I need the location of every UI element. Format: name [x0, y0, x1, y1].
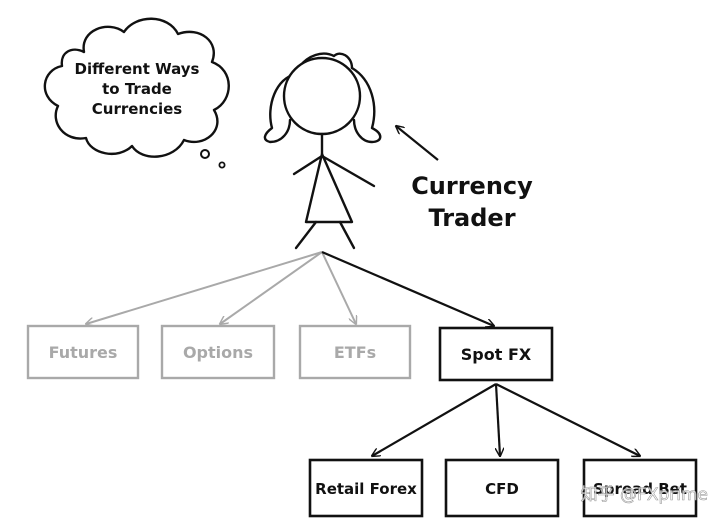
hair-top — [298, 52, 354, 70]
leg-right — [338, 220, 356, 250]
node-spread-bet: Spread Bet — [582, 458, 698, 518]
node-options: Options — [160, 324, 276, 380]
node-spread-bet-label: Spread Bet — [593, 480, 687, 498]
cloud-bubble-tiny — [218, 161, 226, 169]
node-cfd: CFD — [444, 458, 560, 518]
dress — [304, 152, 354, 224]
node-futures: Futures — [26, 324, 140, 380]
node-retail-forex: Retail Forex — [308, 458, 424, 518]
trader-label-line-2: Trader — [428, 204, 515, 232]
head — [282, 56, 362, 136]
connector-spotfx — [321, 250, 494, 326]
node-cfd-label: CFD — [485, 480, 519, 498]
connector-futures — [86, 251, 323, 324]
level2-connectors — [372, 383, 640, 456]
connector-retail-forex — [372, 383, 497, 456]
node-futures-label: Futures — [49, 343, 118, 362]
arm-right — [320, 154, 376, 188]
node-etfs-label: ETFs — [334, 343, 376, 362]
leg-left — [294, 220, 318, 250]
hair-right — [350, 66, 382, 144]
connector-spread-bet — [495, 383, 640, 456]
trader-figure — [263, 52, 382, 250]
thought-cloud: Different Ways to Trade Currencies — [43, 17, 230, 169]
watermark: 知乎 @FXprime — [581, 485, 708, 505]
arm-left — [292, 154, 324, 176]
cloud-line-2: to Trade — [102, 80, 172, 98]
level1-connectors — [86, 250, 494, 326]
node-retail-forex-label: Retail Forex — [315, 480, 417, 498]
connector-cfd — [494, 383, 500, 456]
connector-options — [220, 251, 323, 324]
hair-left — [263, 72, 298, 144]
node-spotfx: Spot FX — [438, 326, 554, 382]
cloud-bubble-small — [200, 149, 210, 159]
node-etfs: ETFs — [298, 324, 412, 380]
node-options-label: Options — [183, 343, 253, 362]
cloud-line-3: Currencies — [92, 100, 183, 118]
node-spotfx-label: Spot FX — [461, 345, 532, 364]
connector-etfs — [321, 251, 356, 324]
trader-label-line-1: Currency — [411, 172, 533, 200]
cloud-line-1: Different Ways — [75, 60, 200, 78]
trader-pointer-arrow — [396, 126, 439, 161]
